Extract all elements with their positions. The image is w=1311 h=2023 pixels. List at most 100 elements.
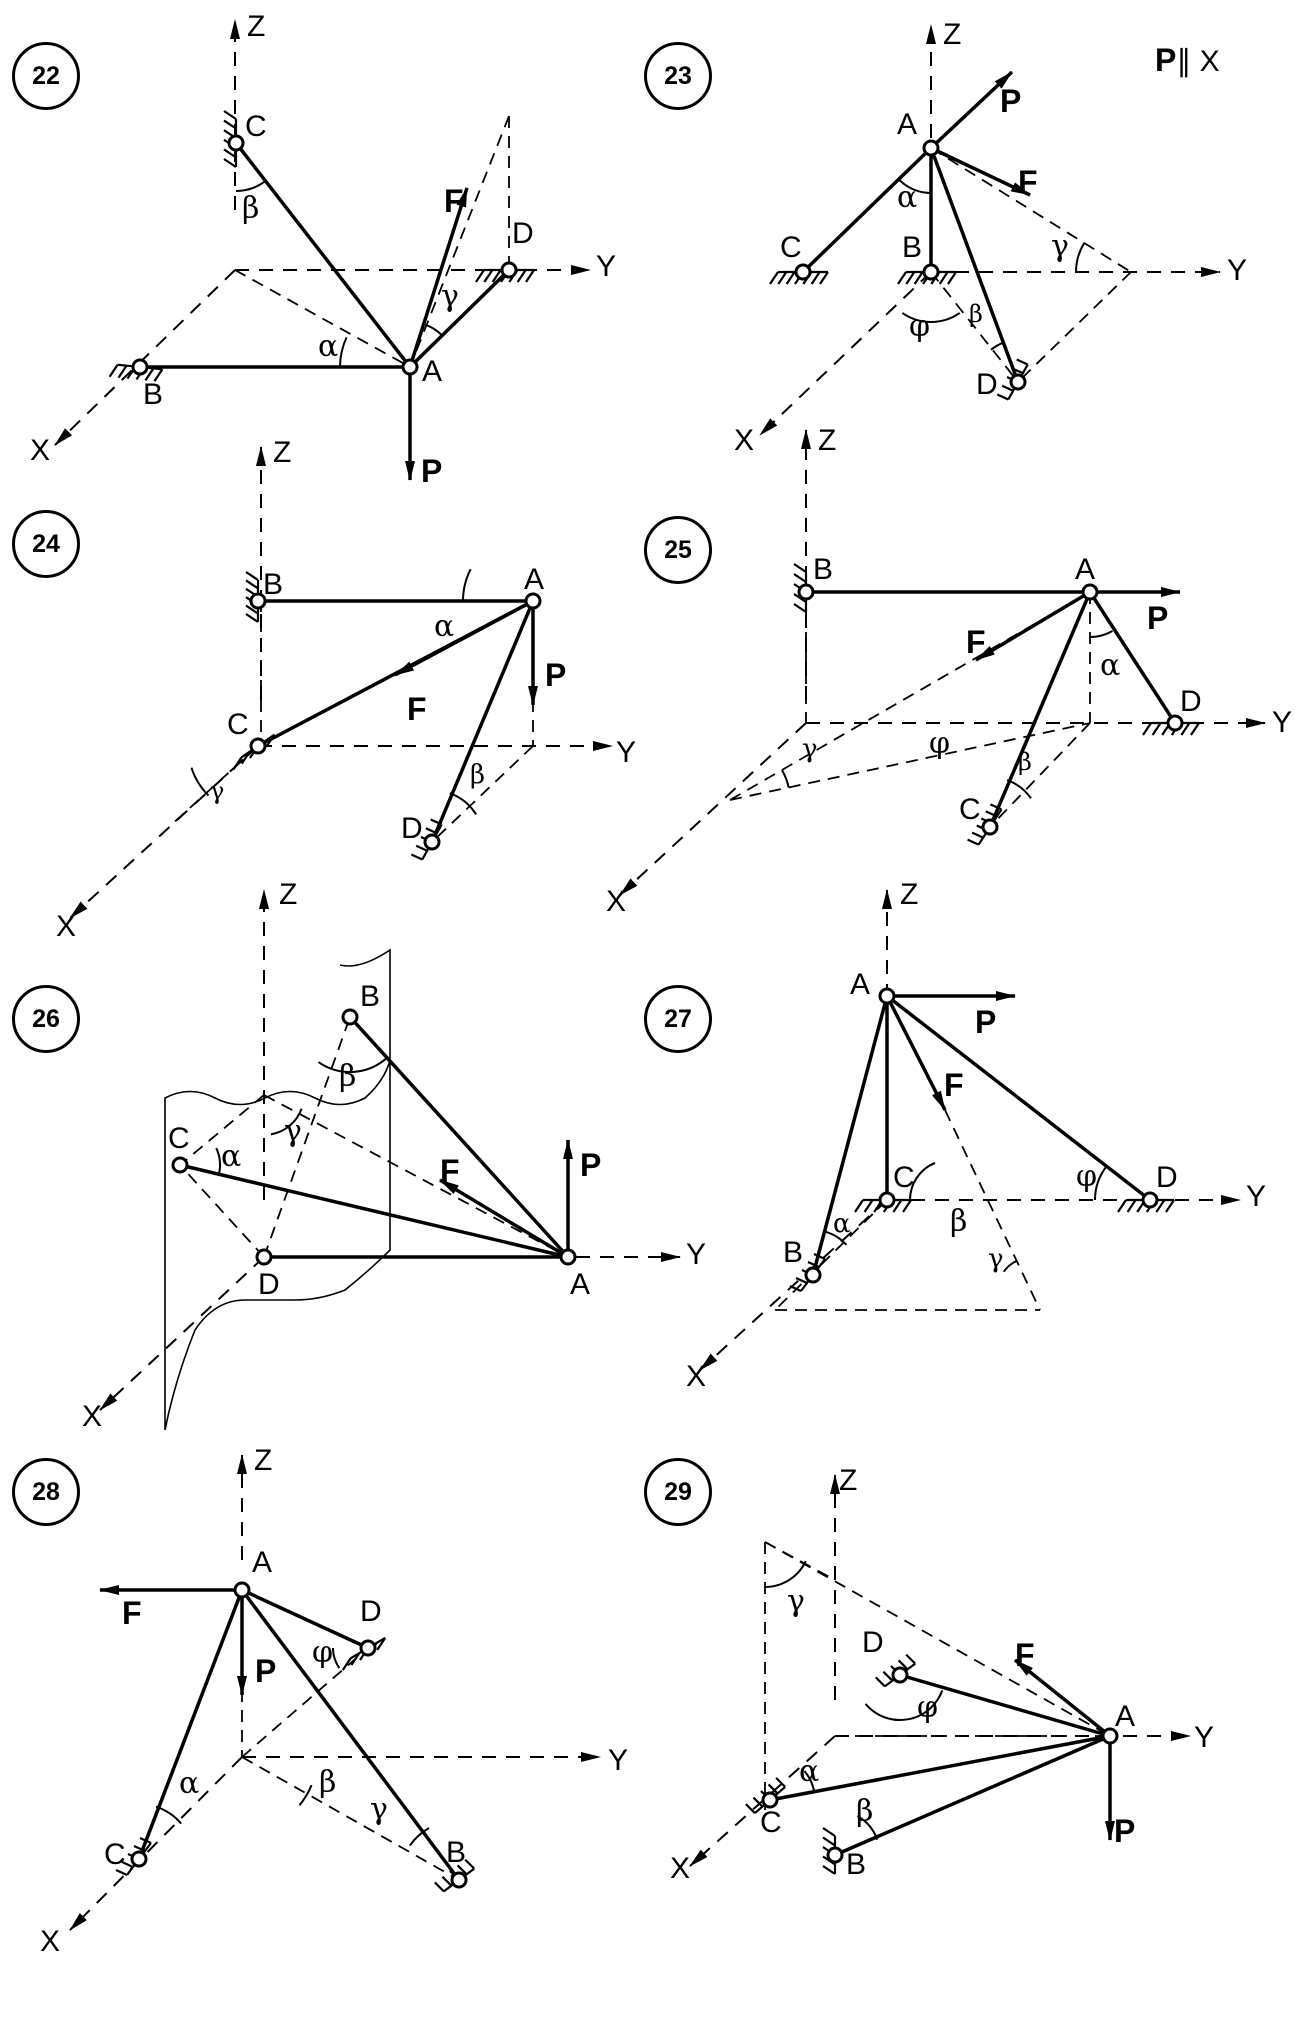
condition-note-23: P∥ X bbox=[1155, 42, 1220, 79]
joint-d-28 bbox=[359, 1639, 377, 1657]
joint-b-25 bbox=[797, 583, 815, 601]
label-force-p-25: P bbox=[1147, 600, 1169, 636]
arc-beta-26 bbox=[317, 1056, 389, 1073]
label-axis-x-22: X bbox=[30, 434, 51, 467]
label-angle-beta-29: β bbox=[856, 1794, 874, 1829]
label-point-d-26: D bbox=[258, 1268, 280, 1301]
joint-d-25 bbox=[1166, 714, 1184, 732]
label-point-c-28: C bbox=[104, 1838, 126, 1871]
label-point-d-25: D bbox=[1180, 685, 1202, 718]
arc-gamma-25 bbox=[781, 769, 790, 788]
arc-alpha-24 bbox=[462, 568, 472, 602]
arc-beta-24 bbox=[449, 792, 477, 815]
label-axis-y-22: Y bbox=[596, 250, 617, 283]
joint-c-22 bbox=[227, 134, 245, 152]
label-force-p-27: P bbox=[975, 1004, 997, 1040]
axis-x-27 bbox=[699, 1199, 888, 1371]
force-f-22 bbox=[408, 187, 469, 368]
label-force-f-29: F bbox=[1015, 1637, 1035, 1673]
rod-da-29 bbox=[899, 1673, 1111, 1738]
arc-gamma-22 bbox=[423, 323, 443, 336]
guide-b-to-d-23 bbox=[930, 271, 1019, 383]
label-force-f-22: F bbox=[444, 183, 464, 219]
label-axis-z-26: Z bbox=[279, 878, 298, 911]
label-point-c-23: C bbox=[780, 231, 802, 264]
force-f-26 bbox=[439, 1178, 569, 1259]
joint-b-23 bbox=[922, 263, 940, 281]
joint-b-27 bbox=[804, 1266, 822, 1284]
label-point-a-24: A bbox=[524, 563, 545, 596]
guide-origin-to-d-28 bbox=[241, 1647, 369, 1758]
wall-outline-26 bbox=[164, 948, 391, 1431]
arc-alpha-27 bbox=[824, 1230, 848, 1246]
label-angle-phi-25: φ bbox=[929, 726, 951, 761]
joint-b-28 bbox=[450, 1871, 468, 1889]
label-point-b-27: B bbox=[783, 1236, 804, 1269]
label-axis-z-24: Z bbox=[273, 436, 292, 469]
label-force-f-25: F bbox=[966, 624, 986, 660]
joint-b-22 bbox=[131, 358, 149, 376]
arc-gamma-29 bbox=[764, 1560, 807, 1588]
label-axis-z-22: Z bbox=[247, 10, 266, 43]
arc-gamma-26 bbox=[270, 1108, 303, 1136]
label-angle-alpha-24: α bbox=[434, 609, 455, 644]
label-angle-phi-29: φ bbox=[917, 1690, 939, 1725]
arc-beta-28 bbox=[298, 1784, 313, 1806]
label-angle-beta-27: β bbox=[950, 1204, 968, 1239]
axis-x-28 bbox=[69, 1756, 243, 1931]
axis-x-23 bbox=[759, 271, 932, 436]
label-force-p-26: P bbox=[580, 1147, 602, 1183]
joint-c-23 bbox=[794, 263, 812, 281]
arc-alpha-26 bbox=[215, 1147, 221, 1175]
joint-d-24 bbox=[423, 833, 441, 851]
label-axis-x-27: X bbox=[686, 1360, 707, 1393]
label-angle-phi-23: φ bbox=[909, 309, 931, 344]
joint-a-26 bbox=[559, 1248, 577, 1266]
label-force-f-28: F bbox=[122, 1595, 142, 1631]
label-point-a-25: A bbox=[1075, 553, 1096, 586]
rod-ca-26 bbox=[179, 1163, 569, 1259]
problem-number-24: 24 bbox=[12, 510, 80, 578]
force-f-23 bbox=[930, 146, 1031, 197]
label-axis-z-27: Z bbox=[900, 878, 919, 911]
guide-top-to-c-26 bbox=[179, 1094, 265, 1166]
label-axis-y-28: Y bbox=[608, 1744, 629, 1777]
label-axis-y-24: Y bbox=[616, 736, 637, 769]
label-point-c-22: C bbox=[245, 110, 267, 143]
label-axis-y-25: Y bbox=[1272, 706, 1293, 739]
label-angle-alpha-28: α bbox=[179, 1766, 200, 1801]
rod-ac-23 bbox=[801, 146, 933, 274]
joint-a-28 bbox=[233, 1581, 251, 1599]
problem-number-26: 26 bbox=[12, 985, 80, 1053]
label-point-d-28: D bbox=[360, 1595, 382, 1628]
label-axis-x-28: X bbox=[40, 1925, 61, 1958]
label-angle-beta-28: β bbox=[319, 1765, 337, 1800]
guide-origin-to-a-22 bbox=[234, 269, 411, 368]
label-axis-x-29: X bbox=[670, 1852, 691, 1885]
label-point-b-22: B bbox=[143, 378, 164, 411]
label-point-b-28: B bbox=[446, 1836, 467, 1869]
label-angle-alpha-25: α bbox=[1100, 648, 1121, 683]
guide-origin-to-b-28 bbox=[241, 1756, 460, 1881]
guide-vertical-to-a-22 bbox=[409, 115, 510, 368]
label-angle-beta-26: β bbox=[339, 1059, 357, 1094]
axis-x-26 bbox=[99, 1256, 265, 1411]
arc-beta-25 bbox=[1006, 779, 1032, 799]
condition-text: ∥ X bbox=[1176, 45, 1220, 78]
label-axis-x-26: X bbox=[82, 1400, 103, 1433]
joint-c-27 bbox=[878, 1191, 896, 1209]
arc-beta-22 bbox=[235, 180, 267, 192]
axis-x-22 bbox=[54, 269, 236, 446]
label-angle-beta-24: β bbox=[470, 760, 486, 790]
label-axis-x-25: X bbox=[606, 885, 627, 918]
label-angle-gamma-29: γ bbox=[787, 1584, 805, 1619]
label-axis-x-23: X bbox=[734, 424, 755, 457]
guide-x-to-a-25 bbox=[729, 722, 1091, 801]
label-point-a-28: A bbox=[252, 1546, 273, 1579]
axis-x-24 bbox=[69, 745, 259, 919]
problem-number-28: 28 bbox=[12, 1458, 80, 1526]
label-axis-z-29: Z bbox=[839, 1464, 858, 1497]
label-angle-alpha-27: α bbox=[833, 1209, 851, 1239]
joint-a-25 bbox=[1081, 583, 1099, 601]
